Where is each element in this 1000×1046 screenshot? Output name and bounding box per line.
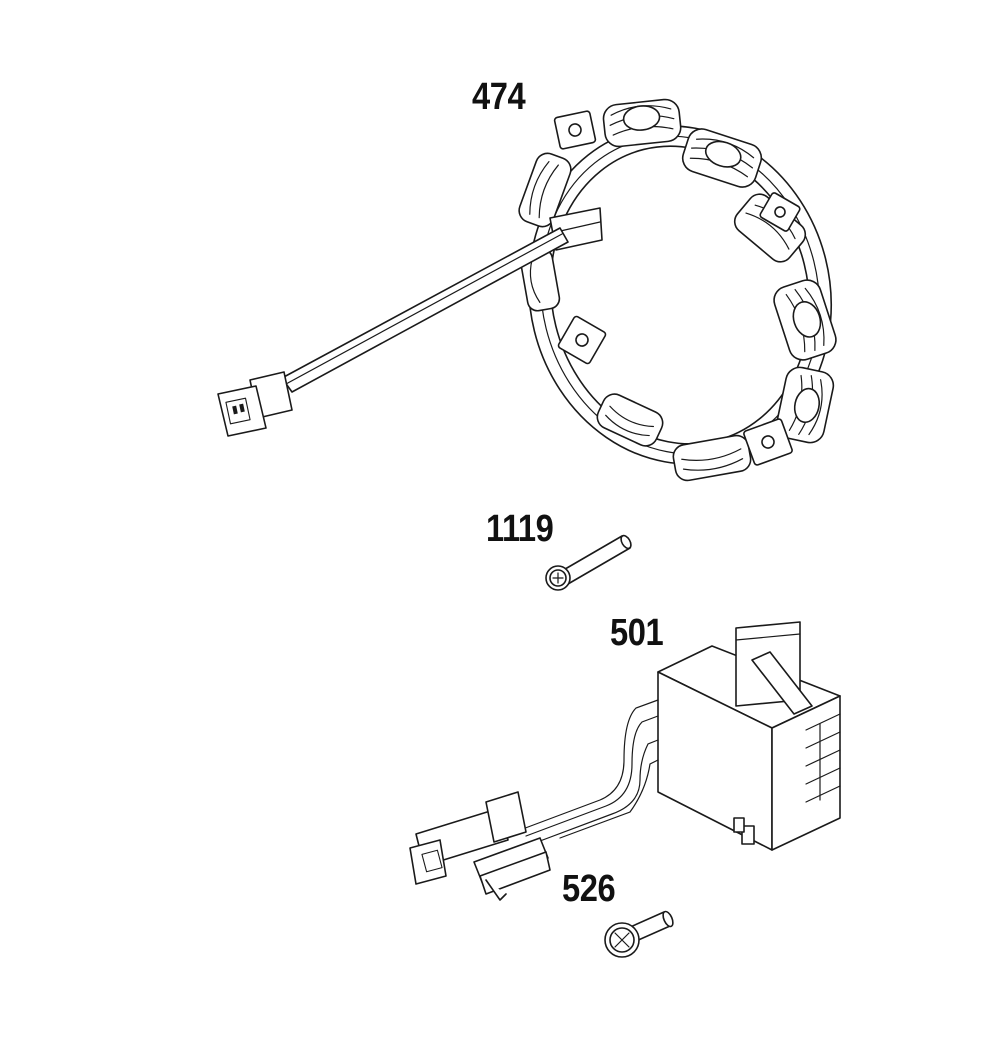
stator-coils [518, 98, 837, 482]
stator-lead-wire [281, 227, 569, 393]
regulator-assembly [409, 621, 841, 901]
callout-label-501: 501 [610, 612, 664, 654]
callout-label-474: 474 [472, 76, 526, 118]
regulator-screw-drawing [604, 910, 674, 958]
callout-label-526: 526 [562, 868, 616, 910]
stator-mount-tabs [553, 110, 801, 466]
stator-connector [217, 371, 293, 437]
stator-screw-drawing [545, 534, 632, 591]
stator-assembly [217, 98, 837, 482]
callout-label-1119: 1119 [486, 508, 554, 550]
